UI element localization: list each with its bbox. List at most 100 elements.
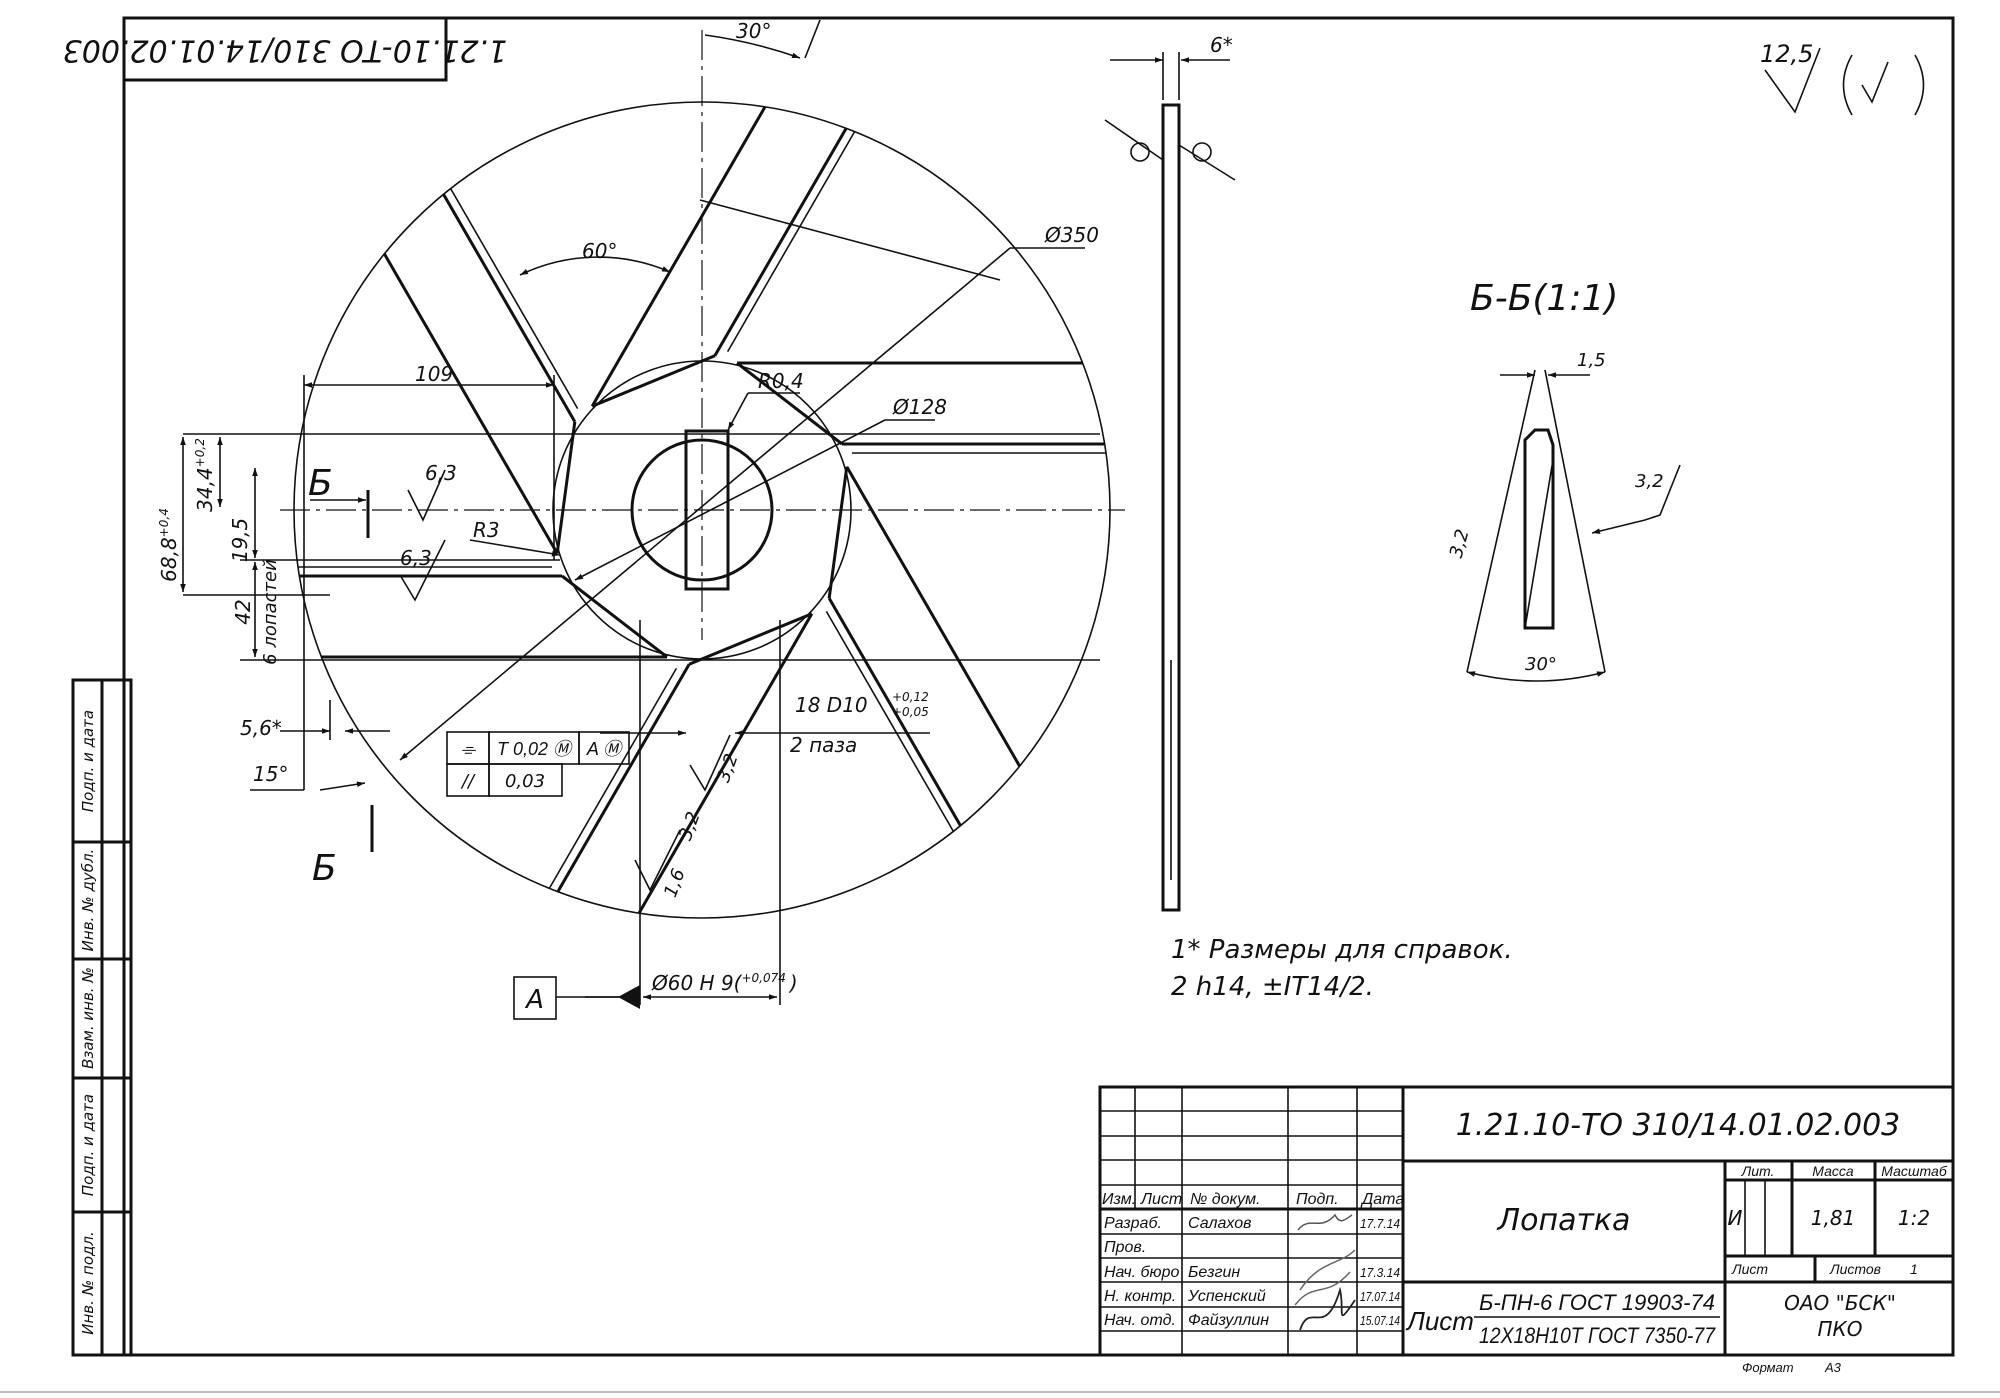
tb-org-1: ОАО "БСК" bbox=[1784, 1291, 1896, 1315]
section-title: Б-Б(1:1) bbox=[1470, 278, 1618, 319]
title-block: Изм. Лист № докум. Подп. Дата Разраб. Са… bbox=[1098, 1085, 1955, 1375]
sec-angle-30: 30° bbox=[1525, 654, 1557, 675]
stamp-replace-inv: Взам. инв. № bbox=[79, 967, 97, 1069]
tb-sheets-label: Листов bbox=[1829, 1261, 1881, 1277]
tb-material-prefix: Лист bbox=[1405, 1306, 1474, 1336]
dim-dia-128: Ø128 bbox=[892, 395, 947, 419]
tb-format-value: А3 bbox=[1824, 1360, 1842, 1375]
dim-bore: Ø60 H 9(+0,074) bbox=[651, 971, 798, 995]
dim-5-6: 5,6* bbox=[240, 716, 282, 740]
hdr-doc: № докум. bbox=[1190, 1191, 1260, 1208]
dim-109: 109 bbox=[415, 362, 453, 386]
section-marker-bottom: Б bbox=[312, 848, 337, 889]
dim-slot-tol-low: +0,05 bbox=[892, 705, 929, 719]
dim-dia-350: Ø350 bbox=[1044, 223, 1099, 247]
dim-angle-60: 60° bbox=[582, 239, 617, 263]
svg-text:Ø60 H 9(+0,074): Ø60 H 9(+0,074) bbox=[651, 971, 798, 995]
stamp-sign-date-2: Подп. и дата bbox=[79, 1094, 97, 1196]
role-row: Нач. бюро Безгин 17.3.14 bbox=[1104, 1264, 1400, 1281]
dim-r3: R3 bbox=[473, 518, 500, 542]
section-marker-top: Б bbox=[308, 463, 333, 504]
tb-sheet-label: Лист bbox=[1731, 1261, 1768, 1277]
tb-part-name: Лопатка bbox=[1497, 1203, 1631, 1238]
datum-label: A bbox=[524, 985, 544, 1015]
role-label: Разраб. bbox=[1104, 1215, 1162, 1232]
rough-32-a: 3,2 bbox=[713, 751, 743, 785]
role-name: Файзуллин bbox=[1188, 1312, 1269, 1329]
svg-text:68,8+0,4: 68,8+0,4 bbox=[157, 508, 181, 582]
dim-slot: 18 D10 +0,12 +0,05 bbox=[795, 690, 929, 719]
fcf-value-2: 0,03 bbox=[505, 771, 545, 792]
tb-mass-value: 1,81 bbox=[1811, 1206, 1856, 1230]
hdr-sign: Подп. bbox=[1296, 1191, 1339, 1208]
sec-rough-left: 3,2 bbox=[1446, 527, 1474, 560]
dim-slot-value: 18 D10 bbox=[795, 693, 868, 717]
role-label: Нач. бюро bbox=[1104, 1264, 1179, 1281]
role-label: Нач. отд. bbox=[1104, 1312, 1176, 1329]
tb-scale-label: Масштаб bbox=[1881, 1163, 1948, 1179]
dim-thickness: 6* bbox=[1210, 33, 1233, 57]
side-view: 6* bbox=[1104, 33, 1236, 912]
rotated-designation: 1.21.10-ТО 310/14.01.02.003 bbox=[63, 33, 508, 68]
dim-68-8-tol: +0,4 bbox=[157, 508, 171, 537]
svg-text:34,4+0,2: 34,4+0,2 bbox=[193, 438, 217, 512]
hdr-list: Лист bbox=[1140, 1191, 1182, 1208]
role-date: 17.3.14 bbox=[1360, 1265, 1400, 1280]
fcf-symmetry-icon: ⌯ bbox=[461, 739, 477, 760]
stamp-sign-date-1: Подп. и дата bbox=[79, 710, 97, 812]
dim-34-4-tol: +0,2 bbox=[193, 438, 207, 467]
role-label: Пров. bbox=[1104, 1239, 1146, 1256]
sec-dim-1-5: 1,5 bbox=[1577, 350, 1606, 371]
dim-slot-tol-up: +0,12 bbox=[892, 690, 929, 704]
tb-material-top: Б-ПН-6 ГОСТ 19903-74 bbox=[1479, 1290, 1715, 1315]
tb-lit-value: И bbox=[1728, 1206, 1743, 1230]
dim-bore-value: Ø60 H 9( bbox=[651, 971, 743, 995]
roughness-value: 12,5 bbox=[1760, 40, 1813, 68]
signatures bbox=[1294, 1213, 1356, 1331]
stamp-inv-dup: Инв. № дубл. bbox=[79, 849, 97, 952]
role-row: Разраб. Салахов 17.7.14 bbox=[1104, 1215, 1400, 1232]
section-view: Б-Б(1:1) 1,5 3,2 3,2 30° bbox=[1446, 278, 1681, 682]
blade-count: 6 лопастей bbox=[260, 559, 281, 665]
note-2: 2 h14, ±IT14/2. bbox=[1171, 972, 1374, 1002]
stamp-inv-orig: Инв. № подл. bbox=[79, 1231, 97, 1334]
dim-68-8-value: 68,8 bbox=[157, 537, 181, 582]
role-date: 15.07.14 bbox=[1360, 1313, 1400, 1328]
tb-designation: 1.21.10-ТО 310/14.01.02.003 bbox=[1456, 1108, 1901, 1143]
fcf-datum-1: A Ⓜ bbox=[586, 739, 624, 759]
dim-19-5: 19,5 bbox=[228, 518, 252, 563]
tb-mass-label: Масса bbox=[1812, 1163, 1854, 1179]
general-roughness-mark: 12,5 bbox=[1760, 40, 1925, 116]
hdr-date: Дата bbox=[1360, 1191, 1404, 1208]
hdr-izm: Изм. bbox=[1102, 1191, 1136, 1208]
dim-r04: R0,4 bbox=[758, 369, 804, 393]
role-name: Успенский bbox=[1187, 1288, 1266, 1305]
tb-material-bottom: 12Х18Н10Т ГОСТ 7350-77 bbox=[1479, 1323, 1716, 1348]
sec-rough-right: 3,2 bbox=[1635, 471, 1664, 492]
role-row: Нач. отд. Файзуллин 15.07.14 bbox=[1104, 1312, 1400, 1329]
role-label: Н. контр. bbox=[1104, 1288, 1176, 1305]
note-1: 1* Размеры для справок. bbox=[1171, 935, 1513, 965]
rotated-designation-box: 1.21.10-ТО 310/14.01.02.003 bbox=[63, 16, 508, 82]
role-name: Салахов bbox=[1188, 1215, 1251, 1232]
role-name: Безгин bbox=[1188, 1264, 1240, 1281]
datum-box bbox=[513, 976, 557, 1020]
tb-format-label: Формат bbox=[1742, 1360, 1794, 1375]
dim-angle-15: 15° bbox=[253, 762, 288, 786]
rough-32-b: 3,2 bbox=[675, 809, 705, 843]
main-view: Б Б 30° 60° Ø350 Ø128 R0,4 109 6,3 6,3 R… bbox=[157, 19, 1125, 1020]
tb-org-2: ПКО bbox=[1818, 1317, 1863, 1341]
dim-42: 42 bbox=[231, 599, 255, 624]
role-row: Н. контр. Успенский 17.07.14 bbox=[1104, 1288, 1400, 1305]
rough-63-b: 6,3 bbox=[400, 546, 432, 570]
role-date: 17.07.14 bbox=[1360, 1289, 1400, 1304]
fcf-value-1: T 0,02 Ⓜ bbox=[497, 739, 574, 759]
role-date: 17.7.14 bbox=[1360, 1216, 1400, 1231]
fcf-parallel-icon: // bbox=[460, 771, 476, 792]
slot-count: 2 паза bbox=[790, 733, 857, 757]
tb-sheets-value: 1 bbox=[1910, 1261, 1918, 1277]
tb-scale-value: 1:2 bbox=[1898, 1206, 1930, 1230]
tolerance-frame: ⌯ T 0,02 Ⓜ A Ⓜ // 0,03 bbox=[446, 731, 630, 797]
dim-bore-tol: +0,074 bbox=[741, 971, 785, 985]
